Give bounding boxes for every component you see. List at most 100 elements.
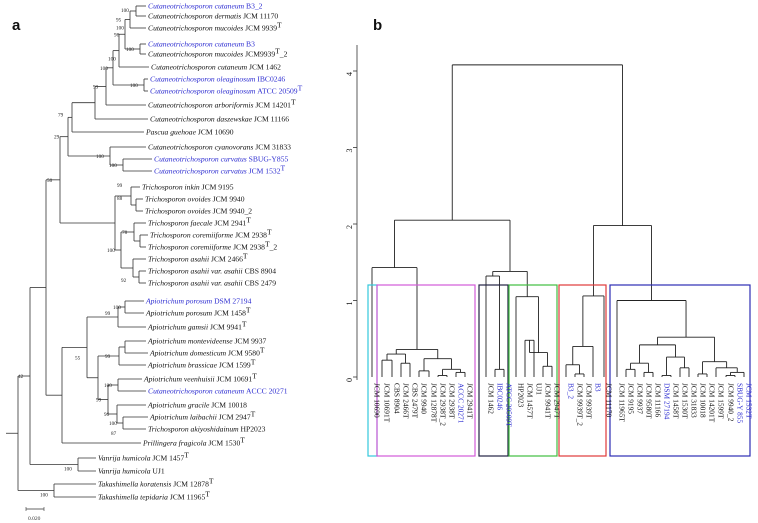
bootstrap-value: 100 bbox=[104, 383, 112, 389]
bootstrap-value: 100 bbox=[107, 248, 115, 254]
leaf-label: JCM 1462 bbox=[487, 383, 496, 414]
bootstrap-value: 100 bbox=[116, 26, 124, 32]
taxon-label: Cutaneotrichosporon oleaginosum IBC0246 bbox=[150, 75, 285, 84]
y-tick-label: 0 bbox=[345, 378, 354, 382]
leaf-label: IBC0246 bbox=[496, 383, 505, 410]
bootstrap-value: 50 bbox=[47, 178, 53, 184]
scale-bar: 0.020 bbox=[25, 507, 45, 522]
bootstrap-value: 99 bbox=[117, 183, 123, 189]
bootstrap-value: 98 bbox=[114, 32, 120, 38]
bootstrap-value: 79 bbox=[58, 112, 64, 118]
leaf-label: JCM 9940_2 bbox=[727, 383, 736, 422]
leaf-label: JCM 1530T bbox=[681, 383, 690, 419]
leaf-label: JCM 11166 bbox=[654, 383, 663, 417]
taxon-label: Cutaneotrichosporon cutaneum B3 bbox=[148, 40, 255, 49]
taxon-label: Apiotrichum porosum DSM 27194 bbox=[145, 297, 252, 306]
bootstrap-value: 42 bbox=[18, 374, 24, 380]
taxon-label: Apiotrichum brassicae JCM 1599T bbox=[147, 358, 256, 370]
taxon-label: Cutaneotrichosporon curvatus JCM 1532T bbox=[154, 164, 286, 176]
bootstrap-value: 93 bbox=[93, 84, 99, 90]
taxon-label: Trichosporon coremiiforme JCM 2938T bbox=[150, 228, 272, 240]
leaf-label: CBS 8904 bbox=[393, 383, 402, 414]
bootstrap-value: 100 bbox=[121, 8, 129, 14]
leaf-label: JCM 9580T bbox=[645, 383, 654, 419]
taxon-label: Trichosporon coremiiforme JCM 2938T_2 bbox=[148, 240, 277, 252]
bootstrap-value: 55 bbox=[75, 355, 81, 361]
bootstrap-value: 29 bbox=[54, 135, 60, 141]
leaf-label: JCM 12878T bbox=[430, 383, 439, 423]
bootstrap-value: 88 bbox=[117, 196, 123, 202]
leaf-label: CBS 2479T bbox=[411, 383, 420, 419]
y-tick-label: 1 bbox=[345, 302, 354, 306]
leaf-label: ACCC 20271 bbox=[457, 383, 466, 424]
cluster-box-red bbox=[558, 284, 607, 457]
leaf-label: JCM 10018 bbox=[699, 383, 708, 418]
leaf-label: JCM 9195 bbox=[627, 383, 636, 414]
leaf-label: JCM 11965T bbox=[618, 383, 627, 422]
bootstrap-values: 1009510010098100100100937910029100998878… bbox=[18, 8, 138, 499]
taxon-label: Trichosporon asahii var. asahii CBS 2479 bbox=[148, 279, 276, 288]
taxon-label: Cutaneotrichosporon oleaginosum ATCC 205… bbox=[150, 84, 303, 96]
leaf-label: JCM 1457T bbox=[526, 383, 535, 419]
taxon-label: Trichosporon ovoides JCM 9940 bbox=[145, 195, 245, 204]
phylogenetic-tree bbox=[6, 5, 152, 498]
y-tick-label: 3 bbox=[345, 149, 354, 153]
leaf-label: JCM 2466T bbox=[402, 383, 411, 419]
taxon-label: Apiotrichum veenhuisii JCM 10691T bbox=[143, 372, 257, 384]
taxon-label: Cutaneotrichosporon daszewskae JCM 11166 bbox=[150, 115, 289, 124]
bootstrap-value: 100 bbox=[113, 305, 121, 311]
scale-bar-label: 0.020 bbox=[28, 516, 41, 522]
y-tick-label: 4 bbox=[345, 72, 354, 76]
leaf-label: B3 bbox=[594, 383, 603, 392]
leaf-label: JCM 1599T bbox=[717, 383, 726, 419]
cluster-box-green bbox=[508, 284, 558, 457]
leaf-label: JCM 9939T_2 bbox=[576, 383, 585, 426]
bootstrap-value: 100 bbox=[64, 467, 72, 473]
leaf-label: ATCC 20509T bbox=[505, 383, 514, 427]
taxon-label: Pascua guehoae JCM 10690 bbox=[145, 128, 234, 137]
leaf-label: JCM 2938T_2 bbox=[439, 383, 448, 426]
panel-label-b: b bbox=[373, 17, 382, 34]
leaf-label: JCM 9941T bbox=[544, 383, 553, 419]
taxon-label: Apiotrichum montevideense JCM 9937 bbox=[147, 337, 267, 346]
bootstrap-value: 100 bbox=[109, 421, 117, 427]
taxon-label: Prillingera fragicola JCM 1530T bbox=[142, 436, 245, 448]
taxon-label: Apiotrichum porosum JCM 1458T bbox=[145, 306, 251, 318]
taxon-label: Vanrija humicola UJ1 bbox=[98, 467, 165, 476]
leaf-label: UJ1 bbox=[535, 383, 544, 395]
bootstrap-value: 100 bbox=[108, 57, 116, 63]
cluster-box-black bbox=[478, 284, 509, 457]
bootstrap-value: 96 bbox=[104, 412, 110, 418]
bootstrap-value: 100 bbox=[96, 154, 104, 160]
taxon-label: Trichosporon inkin JCM 9195 bbox=[142, 183, 234, 192]
taxon-label: Trichosporon asahii var. asahii CBS 8904 bbox=[148, 267, 276, 276]
y-tick-label: 2 bbox=[345, 225, 354, 229]
taxon-label: Cutaneotrichosporon cutaneum ACCC 20271 bbox=[148, 387, 288, 396]
leaf-label: HP2023 bbox=[517, 383, 526, 408]
cluster-boxes bbox=[367, 284, 751, 457]
taxon-label: Takashimella koratensis JCM 12878T bbox=[98, 477, 214, 489]
taxon-label: Cutaneotrichosporon arboriformis JCM 142… bbox=[148, 98, 296, 110]
leaf-label: JCM 9937 bbox=[636, 383, 645, 414]
leaf-label: SBUG-Y 855 bbox=[736, 383, 745, 423]
leaf-label: JCM 11170 bbox=[605, 383, 614, 417]
leaf-label: JCM 1458T bbox=[672, 383, 681, 419]
taxon-label: Apiotrichum domesticum JCM 9580T bbox=[149, 346, 265, 358]
bootstrap-value: 95 bbox=[116, 18, 122, 24]
taxon-label: Takashimella tepidaria JCM 11965T bbox=[98, 490, 210, 502]
leaf-label: JCM 31833 bbox=[690, 383, 699, 418]
bootstrap-value: 100 bbox=[100, 66, 108, 72]
taxon-label: Cutaneotrichosporon cyanovorans JCM 3183… bbox=[148, 143, 291, 152]
taxon-label: Trichosporon akiyoshidainum HP2023 bbox=[148, 425, 266, 434]
leaf-label: JCM 2941T bbox=[466, 383, 475, 419]
taxon-label: Trichosporon faecale JCM 2941T bbox=[148, 216, 251, 228]
bootstrap-value: 100 bbox=[109, 163, 117, 169]
bootstrap-value: 78 bbox=[122, 230, 128, 236]
bootstrap-value: 100 bbox=[130, 83, 138, 89]
leaf-label: JCM 10690 bbox=[373, 383, 382, 418]
taxon-label: Trichosporon ovoides JCM 9940_2 bbox=[145, 207, 252, 216]
taxon-label: Apiotrichum gracile JCM 10018 bbox=[147, 401, 247, 410]
leaf-label: JCM 1532T bbox=[745, 383, 754, 419]
taxon-label: Apiotrichum gamsii JCM 9941T bbox=[147, 320, 247, 332]
